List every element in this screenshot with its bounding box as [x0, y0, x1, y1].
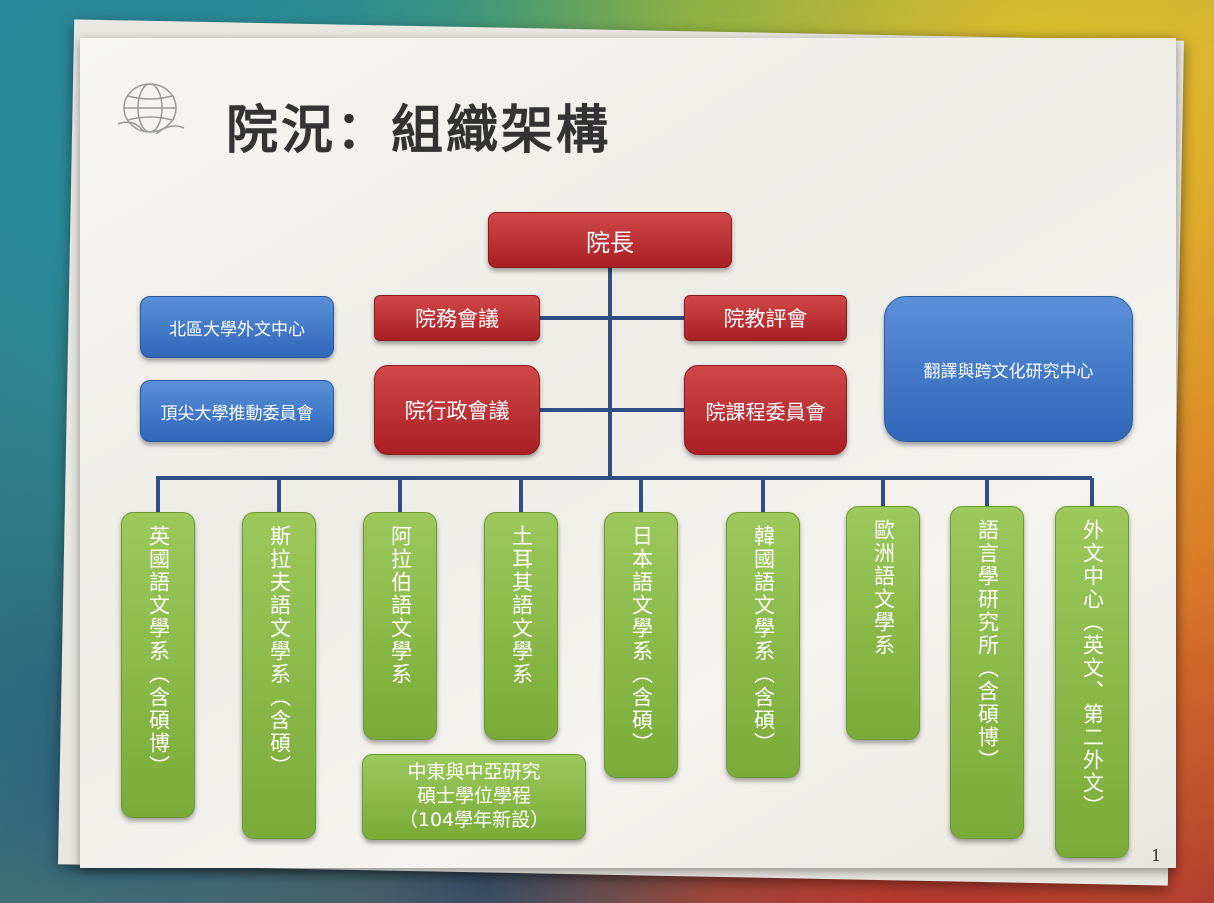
- department-box: 歐洲語文學系: [846, 506, 920, 740]
- page-title: 院況：組織架構: [226, 101, 612, 161]
- department-box: 日本語文學系（含碩）: [604, 512, 678, 778]
- curriculum-committee-box: 院課程委員會: [684, 365, 847, 455]
- department-box: 語言學研究所（含碩博）: [950, 506, 1024, 839]
- top-university-committee-box: 頂尖大學推動委員會: [140, 380, 334, 442]
- department-box: 韓國語文學系（含碩）: [726, 512, 800, 778]
- department-box: 外文中心（英文、第二外文）: [1055, 506, 1129, 858]
- department-box: 斯拉夫語文學系（含碩）: [242, 512, 316, 839]
- translation-intercultural-center-box: 翻譯與跨文化研究中心: [884, 296, 1133, 442]
- department-box: 阿拉伯語文學系: [363, 512, 437, 740]
- dean-label: 院長: [586, 228, 634, 257]
- middle-east-program-box: 中東與中亞研究 碩士學位學程 （104學年新設）: [362, 754, 586, 840]
- department-box: 土耳其語文學系: [484, 512, 558, 740]
- page-number: 1: [1151, 846, 1162, 865]
- faculty-evaluation-committee-box: 院教評會: [684, 295, 847, 341]
- north-foreign-language-center-box: 北區大學外文中心: [140, 296, 334, 358]
- department-box: 英國語文學系（含碩博）: [121, 512, 195, 818]
- college-admin-council-box: 院行政會議: [374, 365, 540, 455]
- college-affairs-council-box: 院務會議: [374, 295, 540, 341]
- dean-box: 院長: [488, 212, 732, 268]
- globe-icon: [117, 83, 185, 135]
